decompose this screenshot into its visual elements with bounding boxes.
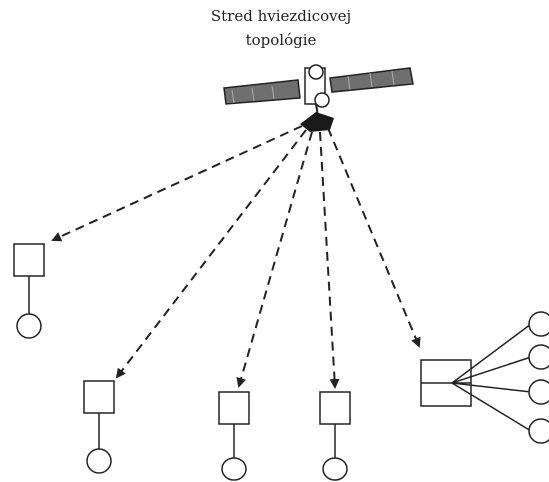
- terminal-node-4: [319, 391, 351, 481]
- terminal-node-5: [420, 311, 549, 444]
- link-to-node-1: [51, 125, 303, 242]
- diagram-title-line-2: topológie: [245, 31, 317, 49]
- terminal-node-1: [13, 243, 45, 339]
- connection-lines: [51, 125, 421, 389]
- link-to-node-4: [319, 131, 340, 389]
- diagram-title: Stred hviezdicovej topológie: [206, 4, 356, 52]
- terminal-node-2: [83, 380, 115, 474]
- terminal-node-3: [218, 391, 250, 481]
- link-to-node-2: [115, 129, 307, 379]
- link-to-node-5: [327, 127, 421, 348]
- diagram-title-line-1: Stred hviezdicovej: [210, 7, 352, 25]
- satellite-icon: [223, 64, 414, 132]
